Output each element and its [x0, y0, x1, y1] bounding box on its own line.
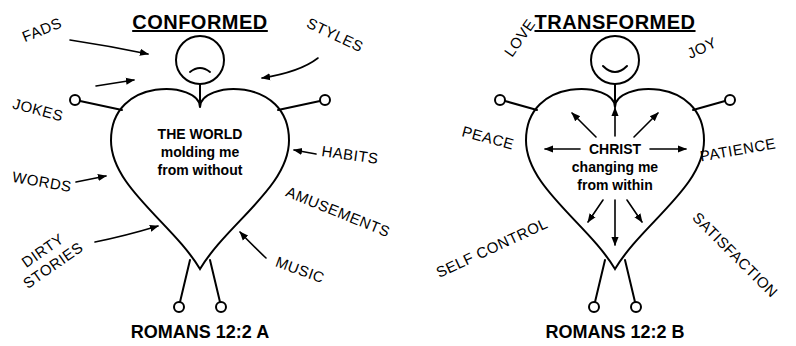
influence-word: FADS [20, 14, 65, 46]
foot [216, 302, 226, 312]
radiate-arrow [588, 200, 603, 222]
figure-heading: CONFORMED [132, 10, 268, 34]
hand [320, 95, 330, 105]
heart-body: THE WORLD molding me from without [110, 85, 290, 270]
influence-word: HABITS [320, 142, 379, 168]
leg [210, 260, 220, 302]
verse-reference: ROMANS 12:2 B [545, 321, 684, 343]
arm [693, 101, 725, 110]
smile [603, 66, 627, 72]
heart-text: THE WORLD molding me from without [150, 125, 250, 179]
influence-word: MUSIC [273, 253, 327, 287]
influence-word: DIRTY STORIES [8, 223, 88, 294]
head [591, 36, 639, 84]
influence-word: AMUSEMENTS [283, 183, 393, 241]
heart-outline-path [526, 89, 704, 269]
leg [625, 260, 635, 302]
radiate-arrow [614, 108, 616, 136]
pressure-arrow [240, 232, 266, 258]
pressure-arrow [96, 80, 134, 86]
radiate-arrow [614, 200, 616, 245]
head [176, 36, 224, 84]
leg [180, 260, 190, 302]
radiate-arrow [572, 113, 596, 137]
influence-word: SELF CONTROL [433, 214, 550, 281]
foot [589, 302, 599, 312]
influence-word: JOKES [11, 95, 66, 126]
radiate-arrow [545, 148, 580, 150]
pressure-arrow [95, 226, 158, 242]
pressure-arrow [70, 40, 148, 54]
hand [725, 95, 735, 105]
heart-body: CHRIST changing me from within [525, 85, 705, 270]
hand [70, 95, 80, 105]
foot [174, 302, 184, 312]
arm [505, 101, 537, 110]
arm [80, 101, 122, 110]
heart-text: CHRIST changing me from within [565, 140, 665, 194]
radiate-arrow [650, 148, 686, 150]
hand [495, 95, 505, 105]
influence-word: SATISFACTION [689, 209, 782, 302]
frown [190, 68, 210, 72]
influence-word: LOVE [501, 16, 540, 61]
radiate-arrow [627, 200, 642, 222]
leg [595, 260, 605, 302]
arm [278, 101, 320, 110]
influence-word: STYLES [304, 14, 366, 56]
foot [631, 302, 641, 312]
pressure-arrow [262, 58, 318, 78]
radiate-arrow [634, 113, 658, 137]
influence-word: PEACE [460, 122, 516, 153]
influence-word: JOY [684, 33, 719, 62]
pressure-arrow [76, 176, 106, 182]
influence-word: PATIENCE [699, 134, 778, 165]
heart-outline-path [111, 89, 289, 269]
verse-reference: ROMANS 12:2 A [131, 321, 269, 343]
influence-word: WORDS [11, 168, 73, 196]
pressure-arrow [294, 150, 316, 154]
figure-heading: TRANSFORMED [534, 10, 695, 34]
